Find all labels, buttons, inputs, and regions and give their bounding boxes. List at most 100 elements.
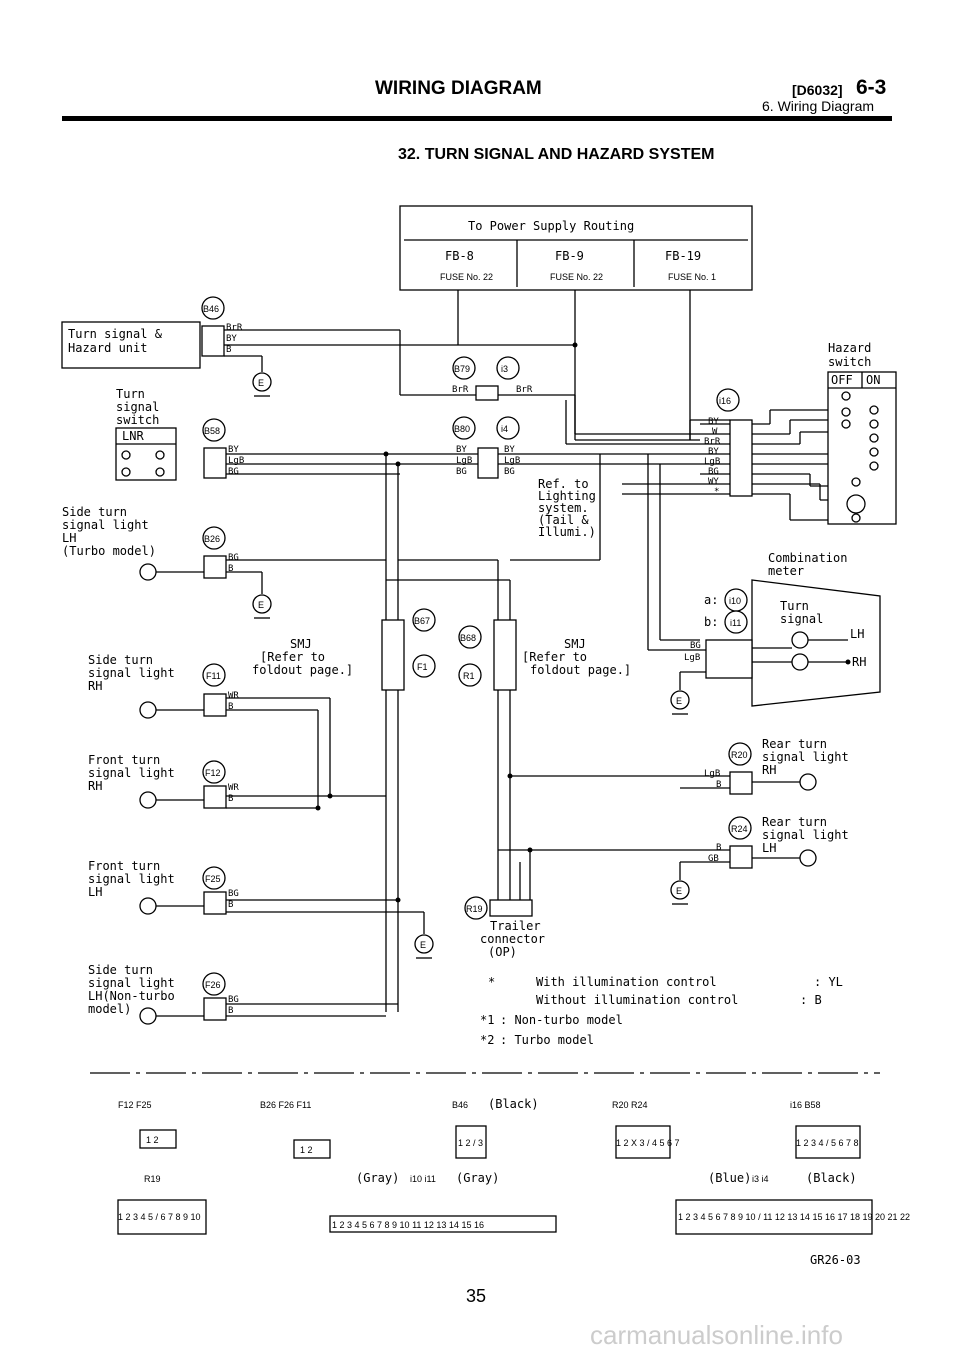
page-title: WIRING DIAGRAM: [375, 78, 542, 99]
svg-text:signal light: signal light: [88, 976, 175, 990]
svg-text:BrR: BrR: [704, 437, 721, 447]
svg-text:LH: LH: [62, 531, 76, 545]
svg-text:[Refer to: [Refer to: [522, 650, 587, 664]
svg-text:BG: BG: [228, 889, 239, 899]
svg-text:WR: WR: [228, 691, 239, 701]
svg-text:F12: F12: [205, 768, 221, 778]
svg-text:Turn: Turn: [116, 387, 145, 401]
svg-text:RH: RH: [88, 779, 102, 793]
power-supply-table: To Power Supply Routing FB-8 FB-9 FB-19 …: [399, 205, 753, 291]
svg-text:1 2 3 4 5 / 6 7 8 9 10: 1 2 3 4 5 / 6 7 8 9 10: [118, 1212, 201, 1222]
svg-text:*: *: [488, 975, 495, 989]
svg-text:B: B: [228, 564, 233, 574]
svg-text:Illumi.): Illumi.): [538, 525, 596, 539]
svg-text:BrR: BrR: [516, 385, 533, 395]
svg-text:R20: R20: [731, 750, 748, 760]
svg-text:(Black): (Black): [488, 1097, 539, 1111]
svg-text:Combination: Combination: [768, 551, 847, 565]
svg-text:B: B: [228, 794, 233, 804]
svg-text:b:: b:: [704, 615, 718, 629]
fuse-22b: FUSE No. 22: [550, 272, 603, 282]
svg-text:signal light: signal light: [88, 666, 175, 680]
svg-text:i4: i4: [501, 424, 508, 434]
side-turn-lh-nonturbo: Side turn signal light LH(Non-turbo mode…: [88, 963, 398, 1025]
svg-text:foldout page.]: foldout page.]: [252, 663, 353, 677]
svg-text:1 2 / 3: 1 2 / 3: [458, 1138, 483, 1148]
page-number: 35: [466, 1286, 487, 1306]
hazard-connector-i16: i16 BY W BrR BY LgB BG WY *: [565, 388, 840, 521]
svg-text:meter: meter: [768, 564, 804, 578]
svg-text:B46: B46: [452, 1100, 468, 1110]
svg-text:E: E: [676, 886, 682, 896]
svg-text:: Non-turbo model: : Non-turbo model: [500, 1013, 623, 1027]
fuse-22a: FUSE No. 22: [440, 272, 493, 282]
svg-text:Side turn: Side turn: [88, 963, 153, 977]
fb19-label: FB-19: [665, 249, 701, 263]
svg-text:B67: B67: [414, 616, 430, 626]
svg-text:LH: LH: [762, 841, 776, 855]
svg-text:switch: switch: [116, 413, 159, 427]
svg-text:signal light: signal light: [88, 872, 175, 886]
svg-text:B80: B80: [454, 424, 470, 434]
svg-text:a:: a:: [704, 593, 718, 607]
svg-text:E: E: [676, 696, 682, 706]
svg-text:i16: i16: [719, 396, 731, 406]
svg-text:: YL: : YL: [814, 975, 843, 989]
page-ref: 6-3: [856, 76, 887, 99]
svg-text:i10 i11: i10 i11: [410, 1174, 436, 1184]
svg-text:(Turbo model): (Turbo model): [62, 544, 156, 558]
svg-text:[Refer to: [Refer to: [260, 650, 325, 664]
turn-hazard-unit: B46 Turn signal & Hazard unit BrR BY B E: [61, 296, 575, 397]
side-turn-lh-turbo: Side turn signal light LH (Turbo model) …: [62, 505, 386, 619]
svg-text:: Turbo model: : Turbo model: [500, 1033, 594, 1047]
svg-text:i10: i10: [729, 596, 741, 606]
unit-label-1: Turn signal &: [68, 327, 163, 341]
svg-text:R24: R24: [731, 824, 748, 834]
svg-text:LgB: LgB: [504, 456, 520, 466]
svg-text:Without illumination control: Without illumination control: [536, 993, 738, 1007]
b46-id: B46: [203, 304, 219, 314]
svg-text:1 2: 1 2: [300, 1145, 313, 1155]
rear-turn-rh: Rear turn signal light RH R20 LgB B: [507, 737, 849, 795]
svg-text:BG: BG: [504, 467, 515, 477]
front-turn-rh: Front turn signal light RH F12 WR B: [88, 753, 386, 811]
combination-meter: Combination meter Turn signal LH RH a: i…: [648, 551, 881, 715]
svg-text:(Blue): (Blue): [708, 1171, 751, 1185]
svg-text:Front turn: Front turn: [88, 753, 160, 767]
svg-text:BY: BY: [228, 445, 239, 455]
svg-text:F11: F11: [206, 671, 221, 681]
svg-text:Front turn: Front turn: [88, 859, 160, 873]
svg-text:LgB: LgB: [704, 769, 720, 779]
svg-text:R20 R24: R20 R24: [612, 1100, 648, 1110]
svg-text:signal light: signal light: [88, 766, 175, 780]
svg-text:1 2: 1 2: [146, 1135, 159, 1145]
svg-text:i16 B58: i16 B58: [790, 1100, 821, 1110]
svg-text:i11: i11: [730, 618, 741, 628]
junction-connectors: B79 i3 BrR BrR B80 i4 BY LgB BG BY LgB B…: [452, 356, 533, 479]
fb8-label: FB-8: [445, 249, 474, 263]
svg-text:Rear turn: Rear turn: [762, 737, 827, 751]
svg-text:LgB: LgB: [228, 456, 244, 466]
svg-text:1 2 X 3 / 4 5 6 7: 1 2 X 3 / 4 5 6 7: [616, 1138, 680, 1148]
svg-text:BY: BY: [226, 334, 237, 344]
svg-text:WR: WR: [228, 783, 239, 793]
svg-text:B26 F26 F11: B26 F26 F11: [260, 1100, 311, 1110]
svg-text:BG: BG: [228, 553, 239, 563]
svg-text:signal light: signal light: [62, 518, 149, 532]
svg-text:BY: BY: [708, 417, 719, 427]
svg-text:BG: BG: [708, 467, 719, 477]
svg-text:BG: BG: [456, 467, 467, 477]
svg-text:F1: F1: [417, 662, 428, 672]
svg-text:Hazard: Hazard: [828, 341, 871, 355]
svg-text:LH(Non-turbo: LH(Non-turbo: [88, 989, 175, 1003]
svg-text:Trailer: Trailer: [490, 919, 541, 933]
svg-text:F12 F25: F12 F25: [118, 1100, 152, 1110]
page-subtitle: 6. Wiring Diagram: [762, 98, 875, 114]
svg-text:1 2 3 4 5 6 7 8 9 10 11 12 13: 1 2 3 4 5 6 7 8 9 10 11 12 13 14 15 16: [332, 1220, 484, 1230]
svg-text:B: B: [228, 900, 233, 910]
fuse-1: FUSE No. 1: [668, 272, 716, 282]
smj-right: SMJ [Refer to foldout page.] B68 R1: [458, 619, 631, 691]
svg-text:E: E: [258, 600, 264, 610]
svg-text:model): model): [88, 1002, 131, 1016]
side-turn-rh: Side turn signal light RH F11 WR B: [88, 653, 331, 808]
